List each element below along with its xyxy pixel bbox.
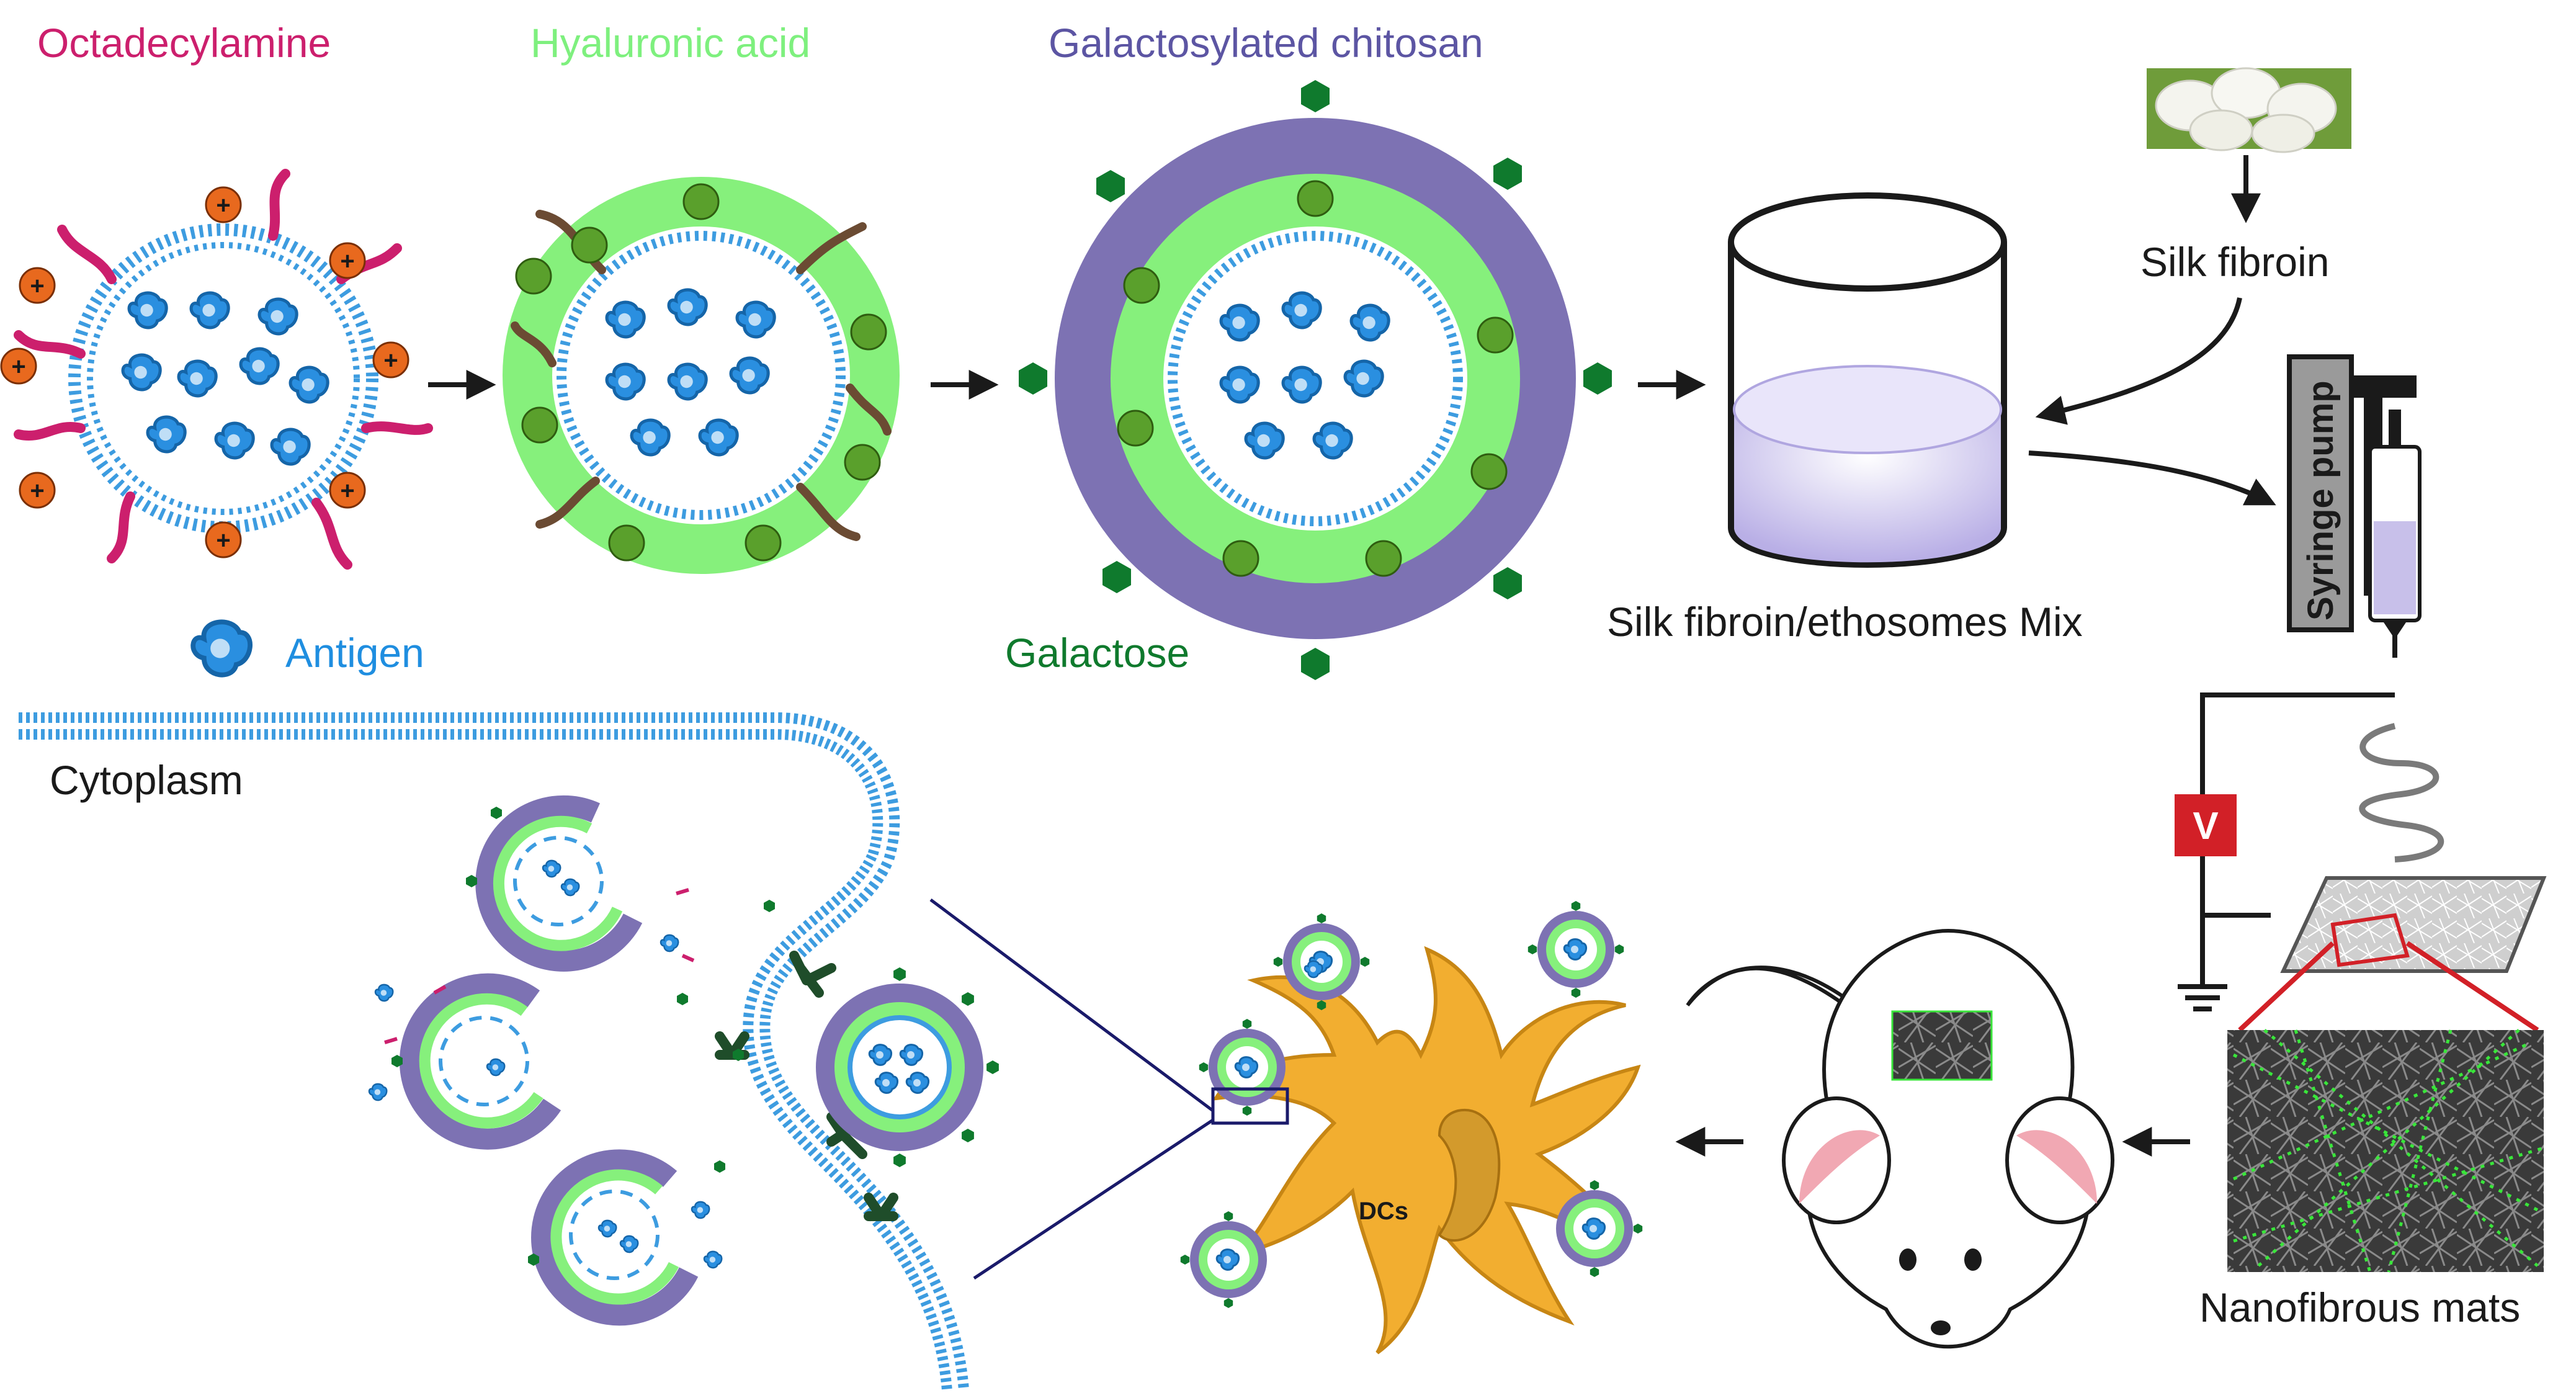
- label-antigen: Antigen: [285, 630, 424, 676]
- svg-text:+: +: [30, 477, 44, 504]
- released-particle-1: [466, 795, 643, 972]
- mouse: [1686, 928, 2114, 1349]
- released-particle-2: [391, 973, 561, 1150]
- octadecylamine-tails: [14, 169, 433, 570]
- antigen-cluster: [123, 293, 328, 464]
- beaker: [1728, 192, 2007, 568]
- antigen-legend-icon: [193, 622, 250, 674]
- arrow-beaker-to-pump: [2028, 450, 2276, 506]
- label-octadecylamine: Octadecylamine: [37, 20, 331, 66]
- label-silk-fibroin: Silk fibroin: [2140, 239, 2329, 285]
- hyaluronic-coated-particle: [503, 177, 900, 574]
- label-voltage: V: [2193, 805, 2218, 848]
- silk-cocoons: [2147, 67, 2351, 153]
- internalized-particle: [816, 967, 999, 1167]
- collector-plate: [2280, 876, 2547, 973]
- electrospinning-circuit: [2178, 692, 2395, 1011]
- svg-text:+: +: [340, 477, 354, 504]
- free-antigens: [368, 888, 775, 1269]
- label-cytoplasm: Cytoplasm: [50, 757, 243, 803]
- positive-charges: [0, 186, 409, 558]
- label-syringe-pump: Syringe pump: [2301, 380, 2341, 621]
- ethosome-particle: [0, 169, 433, 570]
- label-hyaluronic-acid: Hyaluronic acid: [530, 20, 810, 66]
- nanofiber-sem-image: [2227, 1029, 2544, 1273]
- svg-text:+: +: [383, 347, 398, 374]
- galactosylated-chitosan-particle: [1019, 80, 1612, 680]
- svg-text:+: +: [216, 192, 230, 219]
- svg-text:+: +: [11, 353, 25, 380]
- label-galactose: Galactose: [1005, 630, 1189, 676]
- dc-zoom-box: [1211, 1087, 1289, 1125]
- svg-text:+: +: [340, 248, 354, 275]
- label-nanofibrous-mats: Nanofibrous mats: [2199, 1284, 2520, 1330]
- syringe-pump: [2287, 354, 2422, 658]
- svg-text:+: +: [30, 272, 44, 300]
- label-dcs: DCs: [1359, 1198, 1408, 1225]
- spinning-jet: [2359, 723, 2444, 863]
- voltage-source: [2175, 794, 2237, 856]
- arrow-silk-to-beaker: [2035, 297, 2242, 425]
- charge-plus-signs: + + + + + + + +: [11, 192, 398, 554]
- dendritic-cell: DCs: [1180, 901, 1643, 1355]
- receptors: [715, 951, 898, 1221]
- dc-nucleus: [1438, 1108, 1501, 1242]
- svg-text:+: +: [216, 527, 230, 554]
- dc-surface-particles: [1180, 901, 1643, 1308]
- released-particle-3: [528, 1149, 699, 1326]
- zoom-frame: [2330, 913, 2410, 967]
- label-galactosylated-chitosan: Galactosylated chitosan: [1049, 20, 1483, 66]
- label-mix: Silk fibroin/ethosomes Mix: [1607, 599, 2083, 645]
